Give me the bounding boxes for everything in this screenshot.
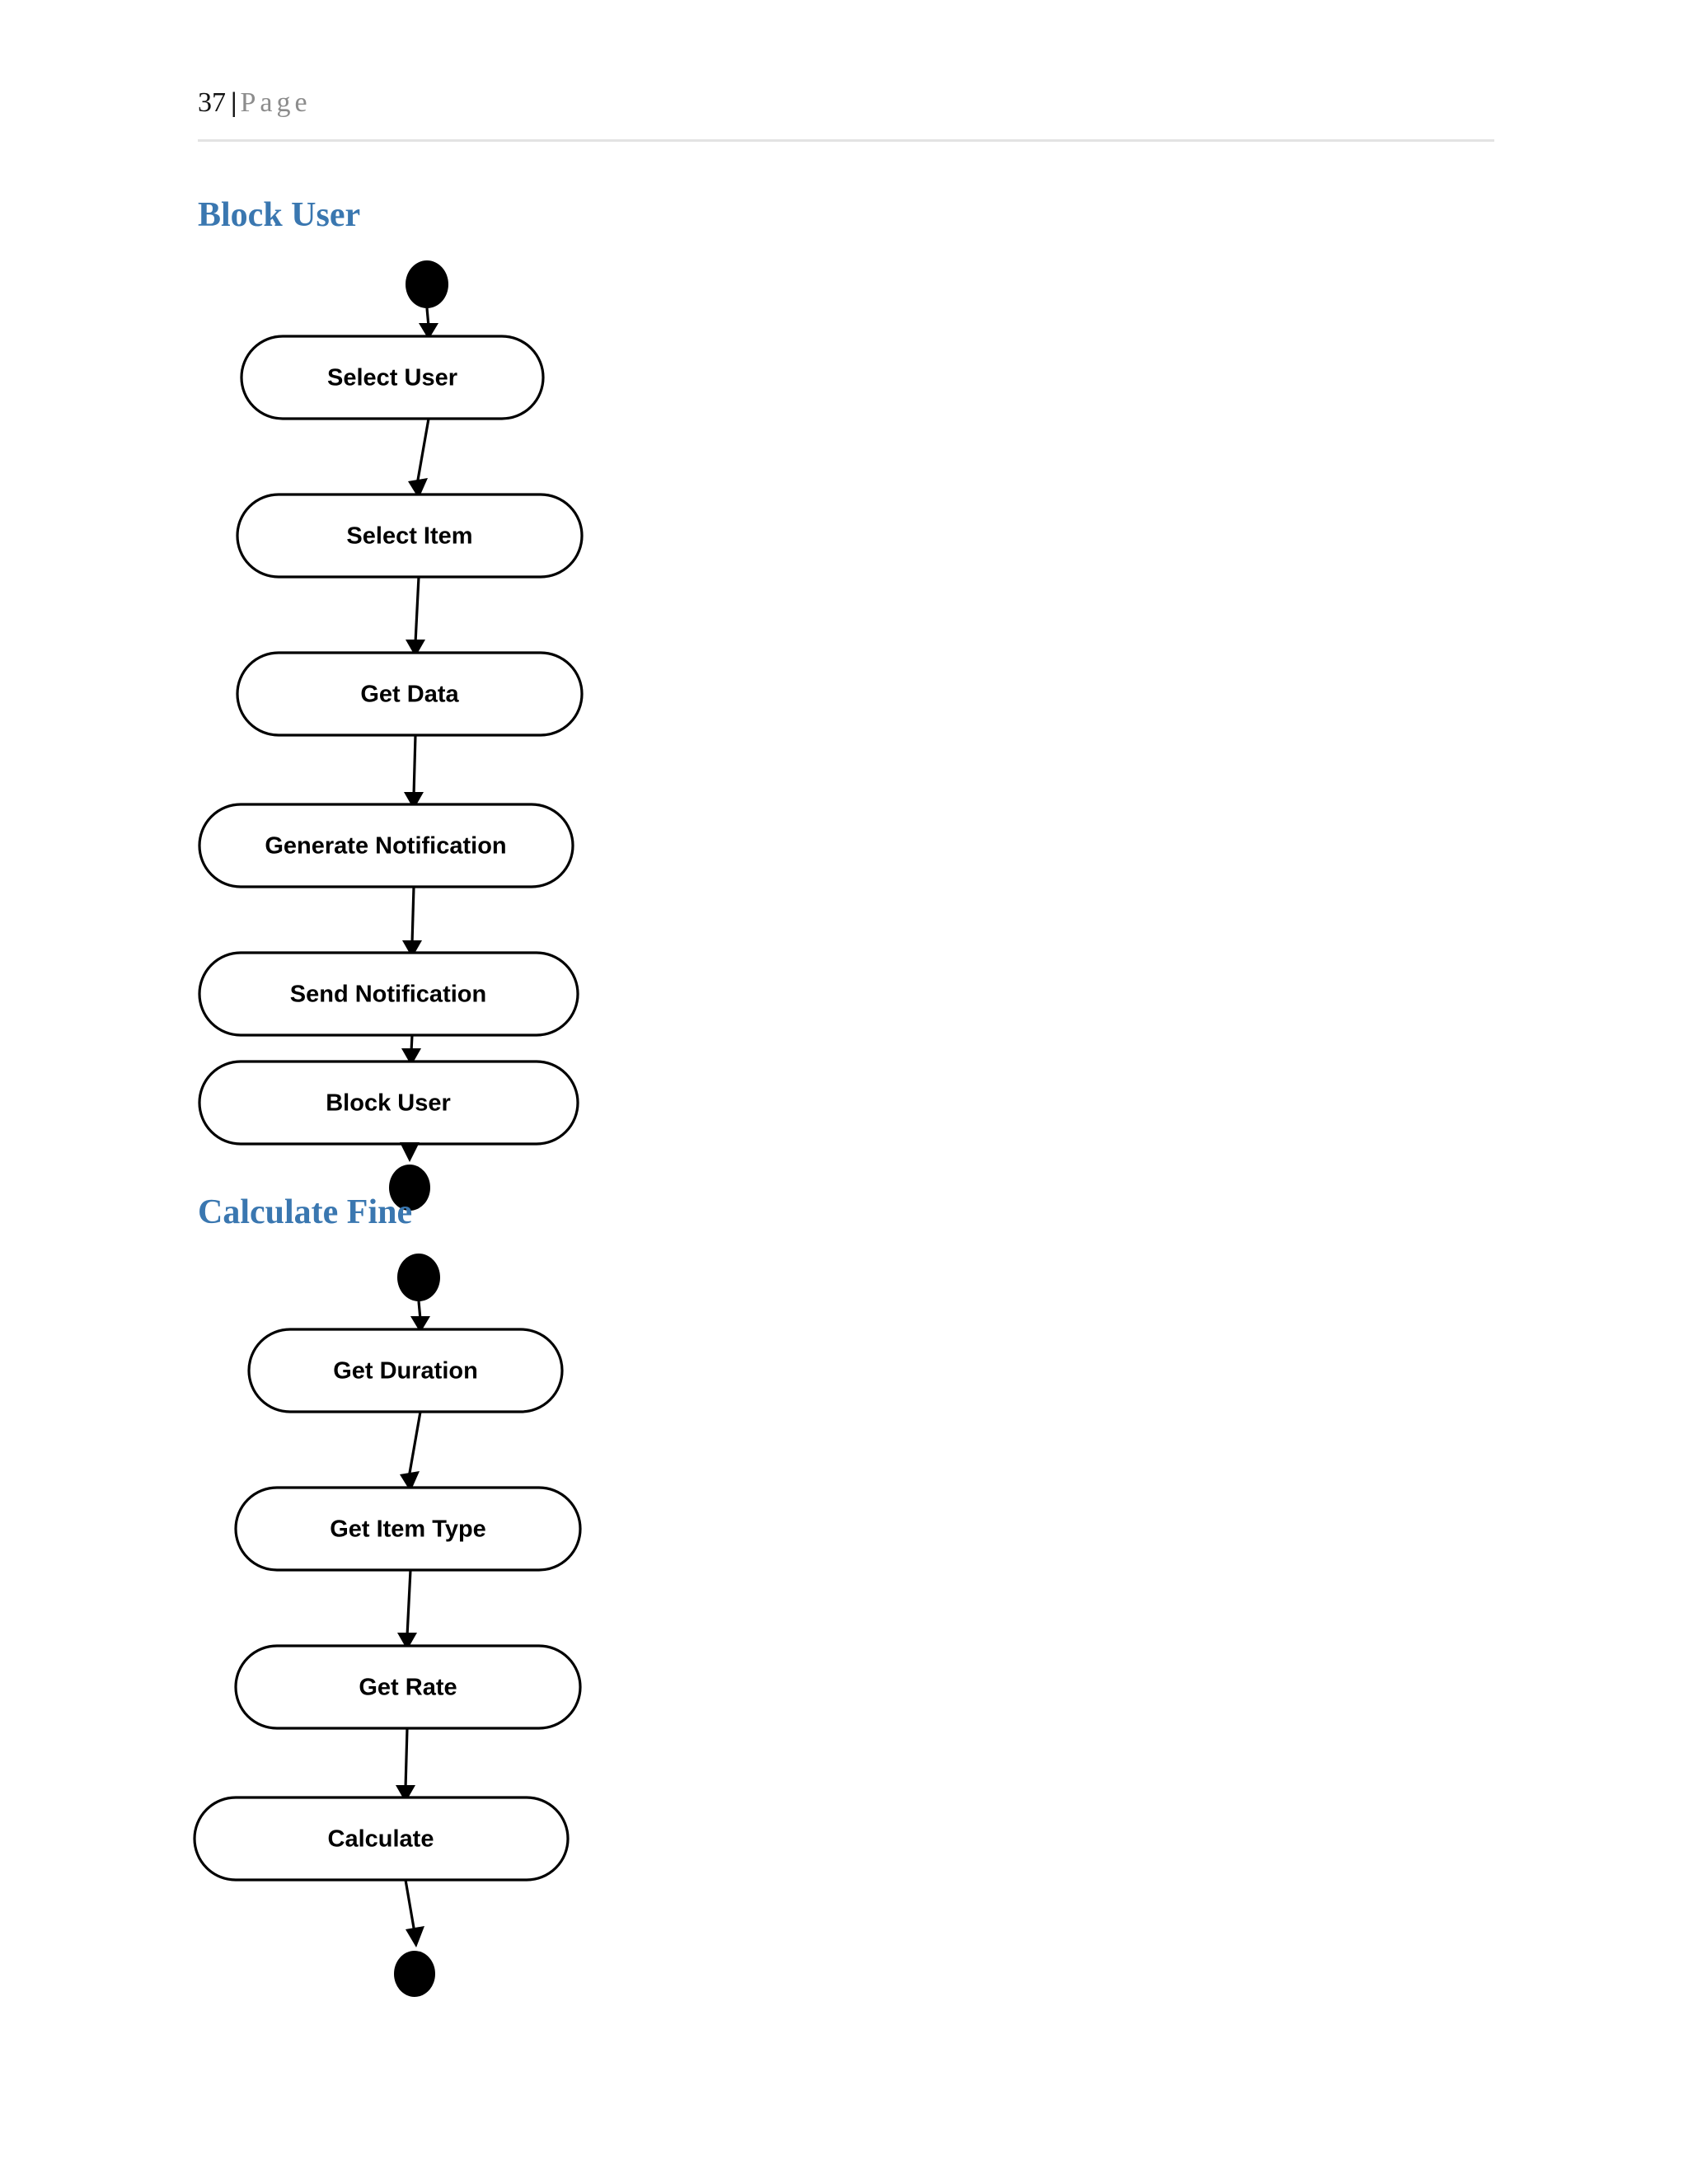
- page-header-divider: [198, 139, 1494, 142]
- activity-label: Select Item: [346, 523, 472, 550]
- flow-activity-3-to-4: [396, 1727, 415, 1802]
- activity-node-get-data: Get Data: [236, 651, 584, 737]
- activity-label: Select User: [327, 365, 457, 391]
- activity-label: Get Data: [360, 682, 459, 708]
- activity-label: Get Item Type: [330, 1516, 486, 1543]
- final-node-block-user: [389, 1165, 430, 1211]
- activity-node-select-user: Select User: [240, 335, 545, 420]
- activity-node-calculate: Calculate: [193, 1796, 570, 1882]
- activity-node-send-notification: Send Notification: [198, 951, 579, 1037]
- activity-node-get-rate: Get Rate: [234, 1644, 582, 1730]
- activity-label: Send Notification: [290, 982, 486, 1008]
- section-heading-calculate-fine: Calculate Fine: [198, 1193, 413, 1231]
- page-word-label: Page: [240, 87, 312, 118]
- activity-node-get-item-type: Get Item Type: [234, 1486, 582, 1572]
- flow-activity-2-to-3: [397, 1569, 417, 1650]
- flow-activity-6-to-final: [400, 1142, 420, 1162]
- flow-activity-1-to-2: [400, 1411, 422, 1492]
- flow-activity-4-to-5: [402, 886, 422, 958]
- initial-node-calculate-fine: [397, 1254, 440, 1301]
- activity-diagram-calculate-fine: Get Duration Get Item Type Get Rate: [181, 1240, 610, 1997]
- page-header-separator: |: [231, 87, 237, 118]
- flow-activity-5-to-6: [401, 1034, 421, 1066]
- activity-label: Get Rate: [359, 1675, 457, 1701]
- flow-activity-3-to-4: [404, 734, 424, 809]
- activity-node-generate-notification: Generate Notification: [198, 803, 574, 888]
- page-number-label: 37|Page: [198, 87, 1494, 120]
- activity-label: Generate Notification: [265, 833, 506, 860]
- flow-activity-4-to-final: [404, 1879, 424, 1947]
- flow-activity-2-to-3: [406, 576, 425, 657]
- activity-node-block-user: Block User: [198, 1060, 579, 1146]
- page-number: 37: [198, 87, 226, 118]
- activity-diagram-block-user: Select User Select Item Get Data: [181, 247, 610, 1211]
- flow-initial-to-activity-1: [410, 1301, 430, 1333]
- page-header: 37|Page: [198, 87, 1494, 144]
- final-node-calculate-fine: [394, 1951, 435, 1997]
- activity-label: Get Duration: [333, 1358, 478, 1385]
- section-heading-block-user: Block User: [198, 196, 361, 234]
- activity-node-get-duration: Get Duration: [247, 1328, 564, 1413]
- activity-label: Block User: [326, 1090, 451, 1117]
- flow-activity-1-to-2: [408, 418, 430, 499]
- flow-initial-to-activity-1: [419, 307, 438, 340]
- initial-node-block-user: [406, 260, 448, 308]
- activity-label: Calculate: [328, 1826, 434, 1853]
- activity-node-select-item: Select Item: [236, 493, 584, 579]
